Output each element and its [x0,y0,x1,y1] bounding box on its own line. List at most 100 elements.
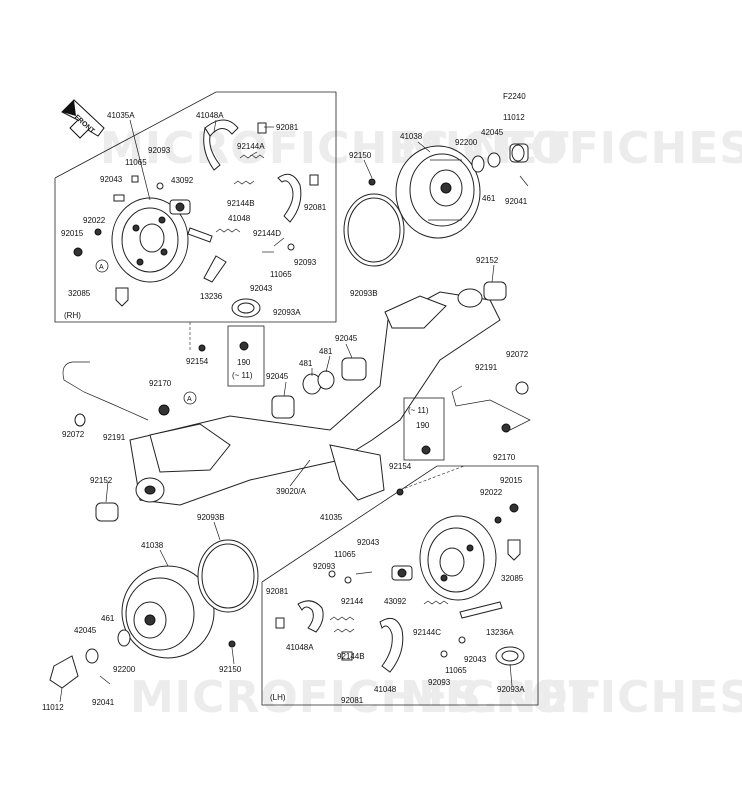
label-11-range: (~ 11) [232,371,253,380]
axle-housing [129,288,501,506]
label-92072: 92072 [506,350,529,359]
label-13236A: 13236A [486,628,514,637]
part-labels: 41035A 41048A 92081 92093 92144A 11065 9… [42,111,529,712]
label-41048: 41048 [228,214,251,223]
label-92170: 92170 [149,379,172,388]
lh-hub-parts [49,629,236,689]
label-92093B: 92093B [197,513,225,522]
label-92154: 92154 [186,357,209,366]
rh-wheel-cylinder [169,199,191,215]
label-92081: 92081 [266,587,289,596]
rh-brake-shoe-upper [203,119,239,171]
label-92152: 92152 [90,476,113,485]
label-461: 461 [101,614,115,623]
rh-brake-drum [395,145,481,239]
label-41048: 41048 [374,685,397,694]
label-481: 481 [319,347,333,356]
label-43092: 43092 [384,597,407,606]
label-481: 481 [299,359,313,368]
label-92093A: 92093A [273,308,301,317]
lh-springs [329,600,449,633]
label-92093: 92093 [294,258,317,267]
bolt-boxes [198,325,445,496]
rh-brake-shoe-lower [277,173,302,223]
rh-group-outline [54,91,337,323]
label-11-range: (~ 11) [408,406,429,415]
label-39020-A: 39020/A [276,487,306,496]
label-13236: 13236 [200,292,223,301]
rh-circle-ref-a2: A [183,391,197,405]
label-190: 190 [416,421,430,430]
label-92170: 92170 [493,453,516,462]
rh-backing-plate [111,197,189,283]
label-190: 190 [237,358,251,367]
label-92191: 92191 [103,433,126,442]
label-41035: 41035 [320,513,343,522]
front-arrow-icon: FRONT [61,99,105,139]
label-92022: 92022 [480,488,503,497]
label-11065: 11065 [125,158,147,167]
group-label-lh: (LH) [270,693,286,702]
lh-drum-seal-ring [197,539,259,613]
label-92015: 92015 [500,476,523,485]
group-label-rh: (RH) [64,311,81,320]
lh-brake-shoe-upper [297,600,324,633]
lh-backing-plate [419,515,497,601]
label-43092: 43092 [171,176,194,185]
label-92072: 92072 [62,430,85,439]
label-92041: 92041 [505,197,528,206]
label-92093: 92093 [313,562,336,571]
watermark-bottom: MICROFICHES.NET [130,672,600,723]
lh-lever [459,601,503,619]
label-11065: 11065 [445,666,467,675]
label-92081: 92081 [341,696,364,705]
lh-adjuster-cup [495,646,525,666]
label-11012: 11012 [42,703,64,712]
label-92093A: 92093A [497,685,525,694]
label-461: 461 [482,194,496,203]
lh-pins [275,503,519,661]
label-92144B: 92144B [227,199,255,208]
label-92154: 92154 [389,462,412,471]
lh-brake-drum [121,565,215,659]
label-92015: 92015 [61,229,84,238]
label-92022: 92022 [83,216,106,225]
lh-group-outline [261,465,539,706]
label-92043: 92043 [250,284,273,293]
label-42045: 42045 [481,128,504,137]
label-92045: 92045 [335,334,358,343]
label-92144C: 92144C [413,628,441,637]
label-41038: 41038 [400,132,423,141]
watermark-bottom-right: MICROFICHES.NET [400,672,742,723]
label-92043: 92043 [357,538,380,547]
label-32085: 32085 [68,289,91,298]
rh-circle-ref-a: A [95,259,109,273]
label-92144D: 92144D [253,229,281,238]
label-92200: 92200 [455,138,478,147]
label-42045: 42045 [74,626,97,635]
label-92150: 92150 [349,151,372,160]
rh-pins [73,122,319,257]
svg-text:A: A [187,396,192,403]
label-41048A: 41048A [196,111,224,120]
label-92144B: 92144B [337,652,365,661]
leader-lines [59,119,513,703]
svg-text:A: A [99,264,104,271]
label-92093B: 92093B [350,289,378,298]
label-92191: 92191 [475,363,498,372]
figure-code: F2240 [503,92,526,101]
label-92043: 92043 [100,175,123,184]
breather-hose-right [451,381,531,433]
label-41035A: 41035A [107,111,135,120]
label-11065: 11065 [334,550,356,559]
label-92045: 92045 [266,372,289,381]
label-32085: 32085 [501,574,524,583]
rh-adjuster-cup [231,298,261,318]
label-92144: 92144 [341,597,364,606]
label-41038: 41038 [141,541,164,550]
rh-lever [187,227,227,283]
lh-wheel-cylinder [391,565,413,581]
rh-drum-seal-ring [343,193,405,267]
